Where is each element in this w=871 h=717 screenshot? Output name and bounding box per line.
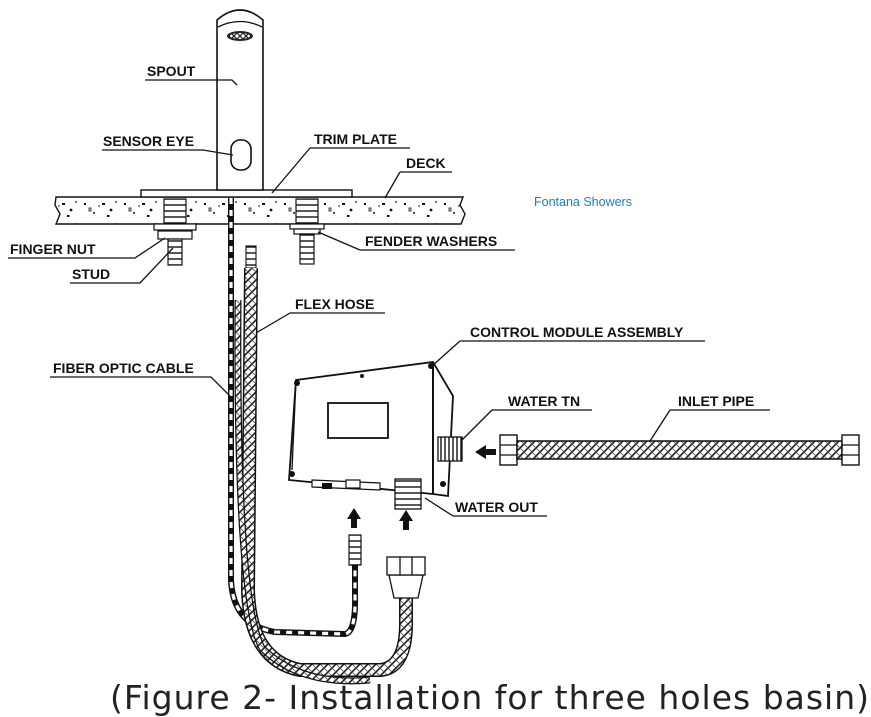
trim-plate	[140, 189, 353, 198]
fiber-optic-cable	[228, 198, 362, 638]
arrow-inlet	[475, 445, 496, 459]
arrow-fiber-up	[347, 508, 361, 528]
flex-hose	[234, 245, 426, 685]
label-water-in: WATER TN	[508, 393, 580, 409]
deck-slab	[54, 196, 466, 225]
label-stud: STUD	[72, 266, 110, 282]
label-fiber-optic-cable: FIBER OPTIC CABLE	[53, 360, 194, 376]
label-control-module-assembly: CONTROL MODULE ASSEMBLY	[470, 324, 684, 340]
label-fender-washers: FENDER WASHERS	[365, 233, 497, 249]
label-finger-nut: FINGER NUT	[10, 241, 96, 257]
arrow-water-out-up	[399, 510, 413, 530]
label-trim-plate: TRIM PLATE	[314, 131, 397, 147]
label-deck: DECK	[406, 155, 446, 171]
label-sensor-eye: SENSOR EYE	[103, 133, 194, 149]
figure-caption: (Figure 2- Installation for three holes …	[110, 678, 870, 717]
label-water-out: WATER OUT	[455, 499, 538, 515]
spout	[216, 9, 264, 191]
label-flex-hose: FLEX HOSE	[295, 296, 374, 312]
watermark: Fontana Showers	[534, 195, 632, 209]
label-inlet-pipe: INLET PIPE	[678, 393, 754, 409]
leader-lines	[8, 79, 770, 517]
control-module	[288, 361, 463, 510]
stud-right	[289, 198, 325, 265]
label-spout: SPOUT	[147, 63, 196, 79]
sensor-eye	[230, 139, 252, 171]
stud-left	[153, 198, 197, 266]
inlet-pipe	[499, 434, 860, 466]
